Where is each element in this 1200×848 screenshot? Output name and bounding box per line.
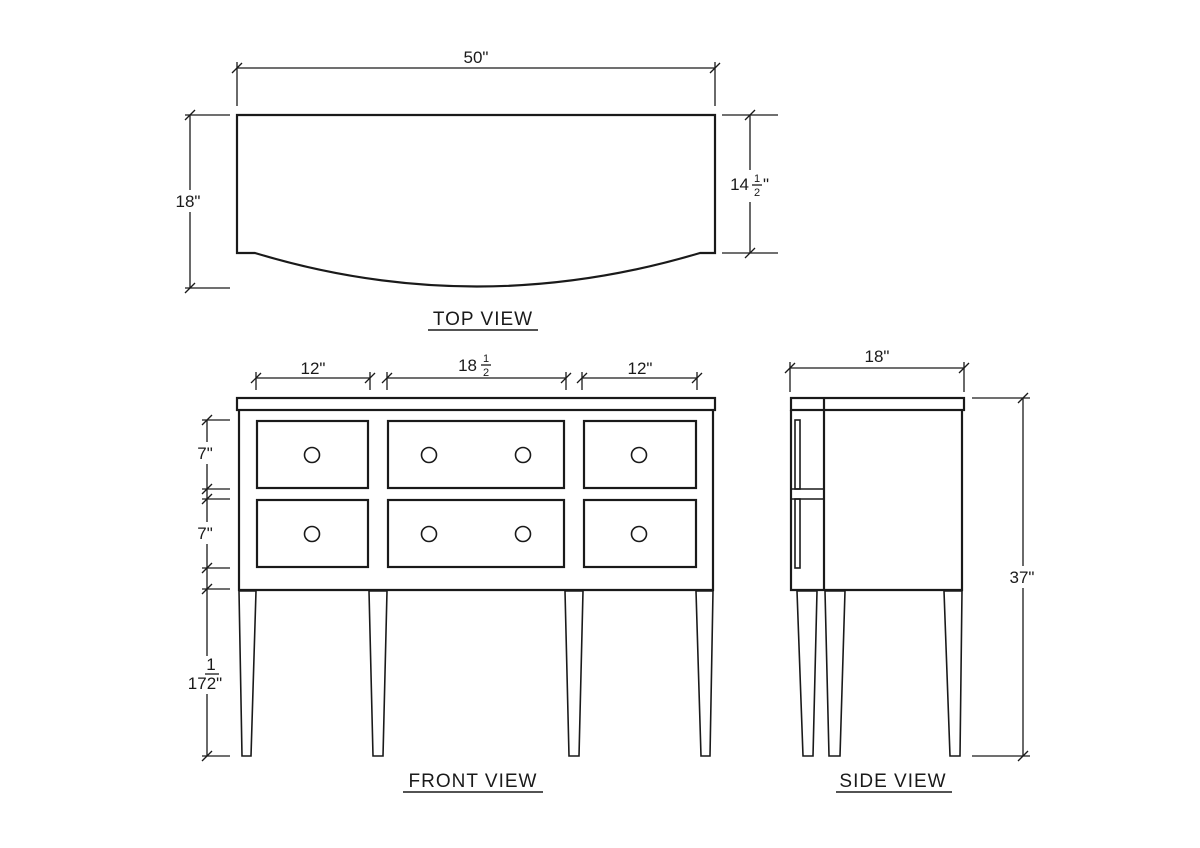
side-view-title: SIDE VIEW — [839, 771, 946, 792]
top-view-outline — [235, 113, 717, 288]
drawer-top-right — [582, 419, 698, 490]
front-view-title: FRONT VIEW — [409, 771, 538, 792]
front-left-section-dimension: 12" — [250, 359, 376, 390]
knob — [630, 525, 648, 543]
top-side-depth-dimension: 14 1 2 " — [722, 109, 778, 259]
front-vertical-dimensions: 7" 7" 1 172" — [184, 414, 230, 762]
front-top-drawer-height-label: 7" — [197, 444, 213, 463]
front-leg-height-label: 172" — [188, 674, 222, 693]
front-carcass — [237, 410, 715, 592]
front-center-section-dimension: 18 1 2 — [381, 353, 572, 390]
front-drawers — [255, 419, 698, 569]
side-legs — [796, 590, 963, 757]
drawer-bottom-right — [582, 498, 698, 569]
top-view: 50" 18" 14 1 2 " TOP VIEW — [170, 48, 778, 331]
front-center-section-num: 1 — [483, 353, 489, 365]
top-side-depth-den: 2 — [754, 187, 760, 199]
top-depth-label: 18" — [176, 192, 201, 211]
leg — [368, 590, 388, 757]
drawer-bottom-left — [255, 498, 370, 569]
side-top-board — [789, 396, 966, 412]
front-left-section-label: 12" — [301, 359, 326, 378]
front-right-section-label: 12" — [628, 359, 653, 378]
side-drawer-profile — [791, 419, 824, 569]
leg — [564, 590, 584, 757]
knob — [514, 446, 532, 464]
top-side-depth-unit: " — [763, 175, 769, 194]
knob — [420, 446, 438, 464]
leg — [238, 590, 257, 757]
leg — [824, 590, 846, 757]
top-side-depth-num: 1 — [754, 173, 760, 185]
front-top-board — [235, 396, 717, 412]
top-width-label: 50" — [464, 48, 489, 67]
drawer-top-center — [386, 419, 566, 490]
side-height-label: 37" — [1010, 568, 1035, 587]
top-side-depth-whole: 14 — [730, 175, 749, 194]
top-depth-dimension: 18" — [170, 109, 230, 294]
front-bottom-drawer-height-label: 7" — [197, 524, 213, 543]
knob — [303, 446, 321, 464]
drawer-bottom-center — [386, 498, 566, 569]
drawer-top-left — [255, 419, 370, 490]
side-height-dimension: 37" — [972, 392, 1044, 762]
knob — [420, 525, 438, 543]
top-view-title: TOP VIEW — [433, 309, 533, 330]
knob — [514, 525, 532, 543]
knob — [630, 446, 648, 464]
side-view: 18" 37" SIDE VIEW — [784, 347, 1044, 793]
top-width-dimension: 50" — [231, 48, 721, 106]
leg — [695, 590, 714, 757]
side-depth-label: 18" — [865, 347, 890, 366]
front-knobs — [303, 446, 648, 543]
front-legs — [238, 590, 714, 757]
side-body — [789, 410, 964, 592]
leg — [943, 590, 963, 757]
leg — [796, 590, 818, 757]
front-leg-height-num: 1 — [206, 655, 215, 674]
knob — [303, 525, 321, 543]
front-center-section-den: 2 — [483, 367, 489, 379]
side-depth-dimension: 18" — [784, 347, 970, 392]
front-center-section-whole: 18 — [458, 356, 477, 375]
front-right-section-dimension: 12" — [576, 359, 703, 390]
front-view: 12" 18 1 2 12" — [184, 353, 717, 793]
